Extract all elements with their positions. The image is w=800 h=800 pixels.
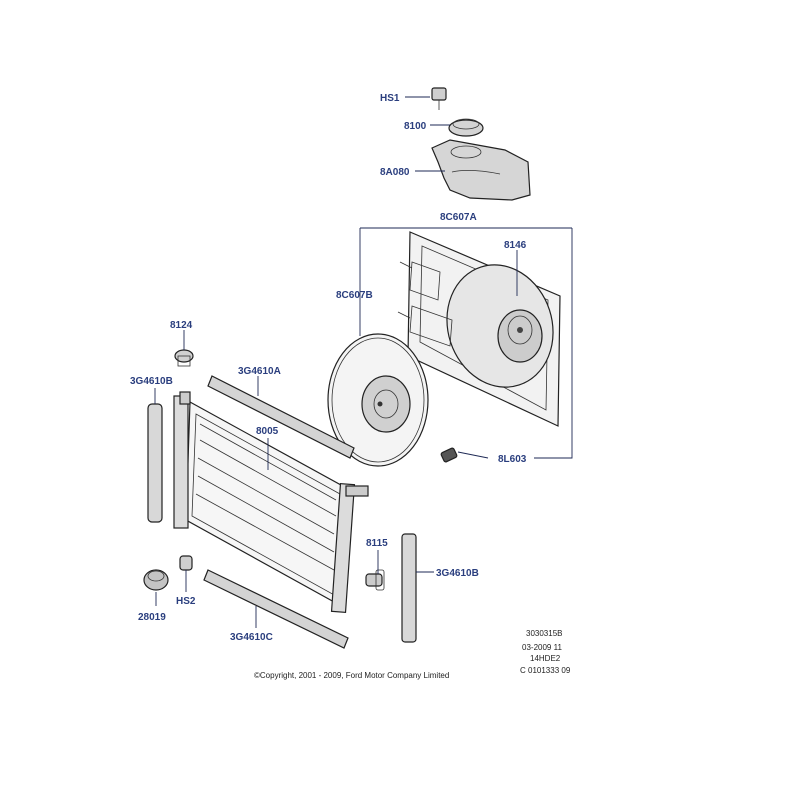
label-3g4610a: 3G4610A <box>238 366 281 377</box>
fan-blade-8c607b <box>327 333 429 467</box>
ref-line-4: C 0101333 09 <box>520 666 571 675</box>
drain-plug-8115 <box>365 569 385 591</box>
label-8c607b: 8C607B <box>336 290 373 301</box>
radiator-support-8124 <box>174 349 194 367</box>
seal-3g4610c <box>203 569 349 649</box>
label-hs2: HS2 <box>176 596 196 607</box>
mount-28019 <box>143 569 169 591</box>
reservoir-cap-8100 <box>448 118 484 137</box>
ref-line-2: 03-2009 11 <box>522 643 562 652</box>
ref-line-1: 3030315B <box>526 629 562 638</box>
copyright-notice: ©Copyright, 2001 - 2009, Ford Motor Comp… <box>254 671 449 680</box>
label-hs1: HS1 <box>380 93 400 104</box>
label-3g4610c: 3G4610C <box>230 632 273 643</box>
label-8a080: 8A080 <box>380 167 410 178</box>
label-8005: 8005 <box>256 426 279 437</box>
seal-3g4610a <box>207 375 355 459</box>
seal-3g4610b-right <box>401 533 417 643</box>
fan-resistor-8l603 <box>440 447 458 463</box>
label-28019: 28019 <box>138 612 166 623</box>
label-8146: 8146 <box>504 240 527 251</box>
ref-line-3: 14HDE2 <box>530 654 561 663</box>
hose-clamp-hs2 <box>179 555 193 571</box>
label-8l603: 8L603 <box>498 454 527 465</box>
expansion-tank-8a080 <box>431 139 531 201</box>
fan-motor-8146 <box>497 309 543 363</box>
hose-clamp-hs1 <box>431 87 447 110</box>
label-8100: 8100 <box>404 121 427 132</box>
radiator-8005 <box>173 391 369 613</box>
seal-3g4610b-left <box>147 403 163 523</box>
label-8124: 8124 <box>170 320 193 331</box>
label-3g4610b-left: 3G4610B <box>130 376 173 387</box>
label-3g4610b-right: 3G4610B <box>436 568 479 579</box>
leader-lines <box>154 96 573 628</box>
label-8c607a: 8C607A <box>440 212 477 223</box>
label-8115: 8115 <box>366 538 388 549</box>
